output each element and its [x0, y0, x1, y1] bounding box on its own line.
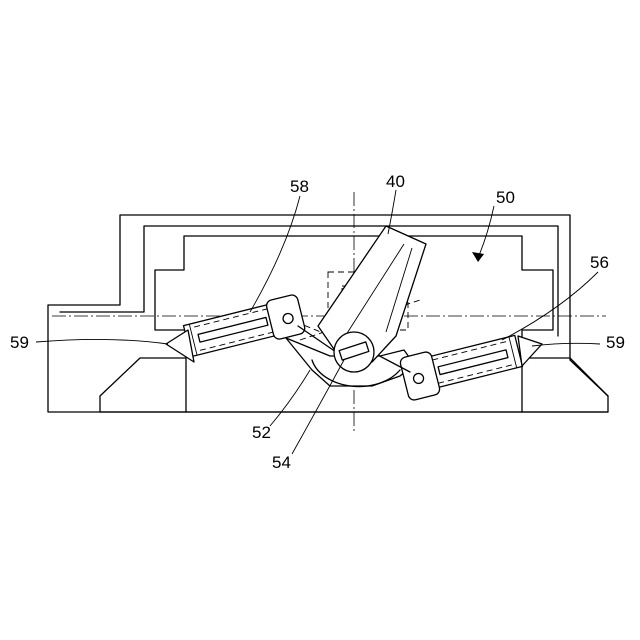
- label-lever: 40: [386, 172, 405, 191]
- leader-left-tip: [36, 339, 168, 344]
- label-right-tip: 59: [606, 333, 625, 352]
- label-right-spring: 56: [590, 253, 609, 272]
- label-device: 50: [496, 188, 515, 207]
- label-pivot-base: 52: [252, 423, 271, 442]
- label-pivot-pin: 54: [272, 453, 291, 472]
- housing-inner: [60, 226, 558, 336]
- leader-pivot-base: [270, 370, 310, 426]
- label-left-spring: 58: [290, 177, 309, 196]
- device-arrow-line: [478, 206, 494, 258]
- device-arrowhead: [472, 252, 484, 262]
- right-tip: [518, 336, 542, 366]
- leader-lever: [388, 190, 396, 234]
- label-left-tip: 59: [10, 333, 29, 352]
